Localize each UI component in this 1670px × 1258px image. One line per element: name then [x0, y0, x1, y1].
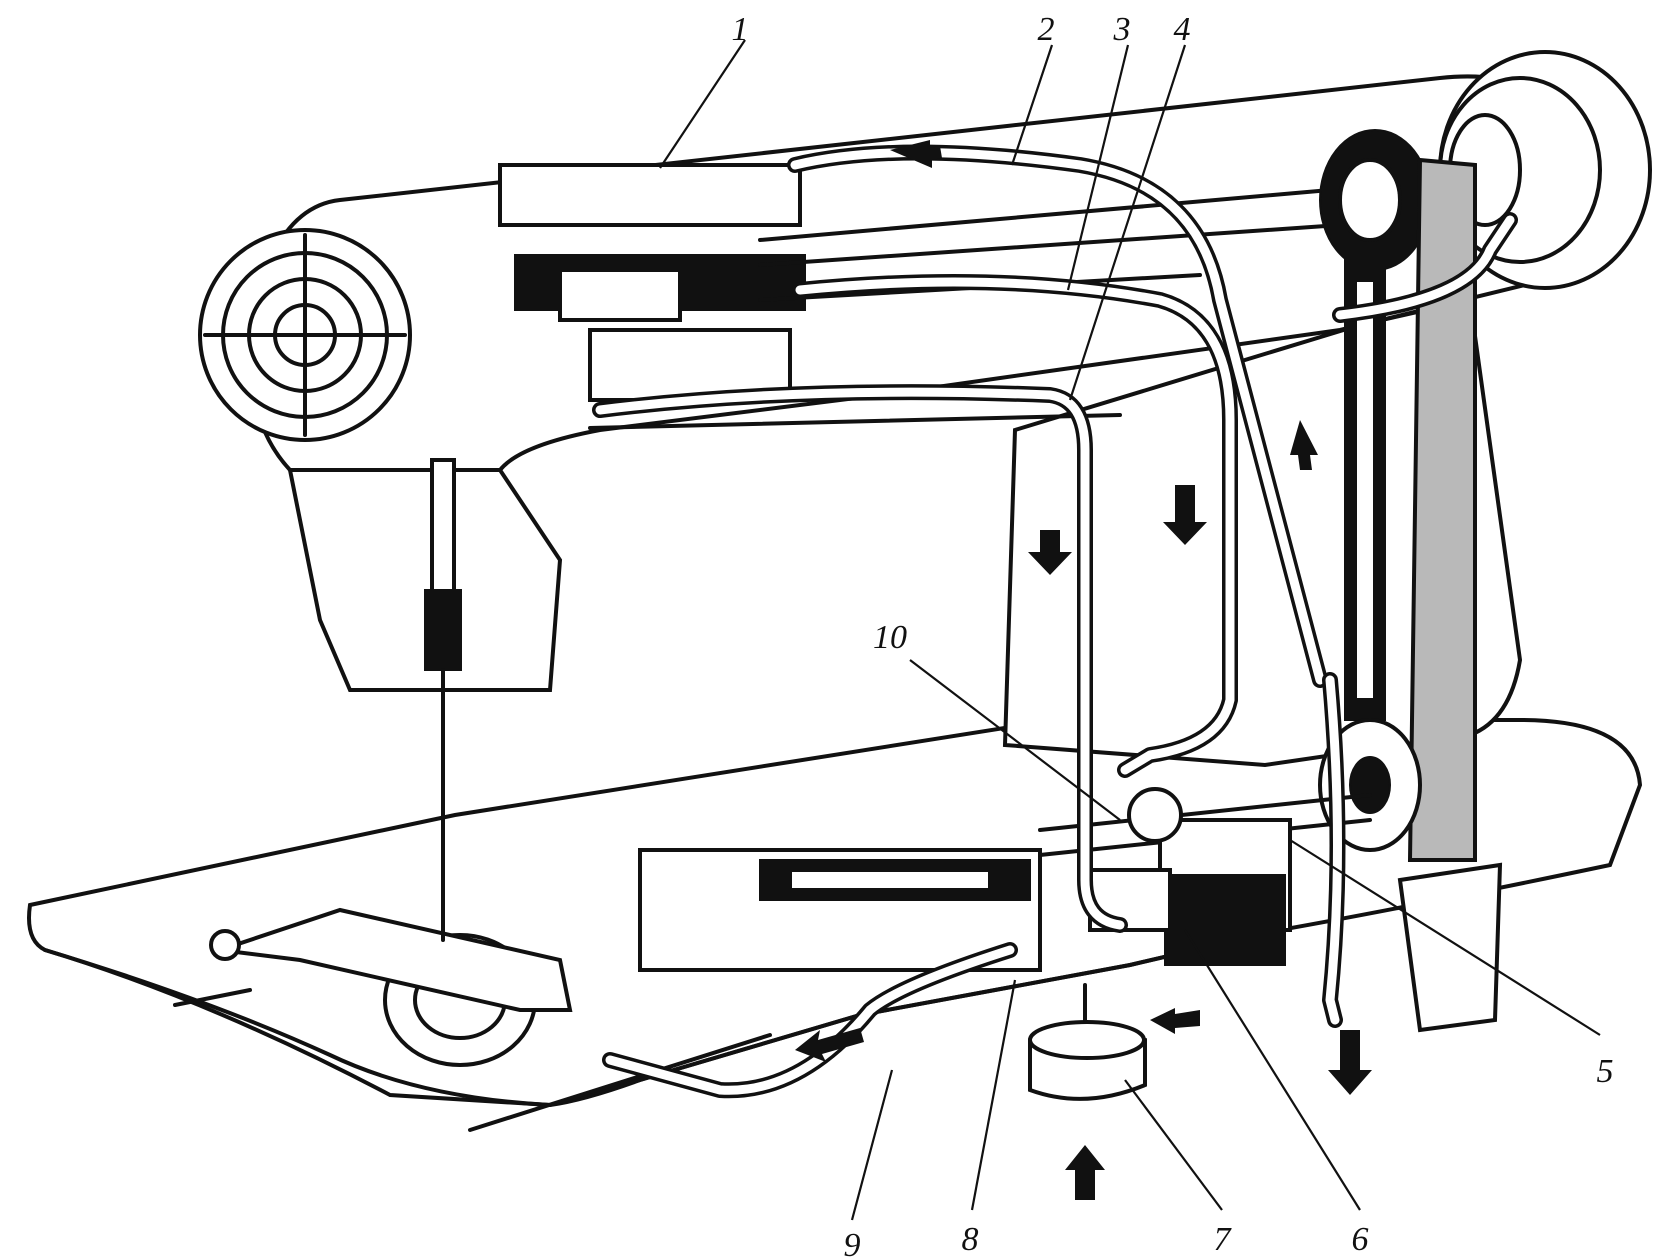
timing-belt: [1407, 157, 1477, 862]
flow-arrow-left-pump: [1150, 1008, 1200, 1034]
leader-10: [909, 659, 1121, 821]
leader-2: [1010, 44, 1054, 166]
pump-gear: [1127, 787, 1183, 843]
lower-shaft-line-top: [1038, 793, 1372, 832]
face-plate: [287, 468, 563, 692]
upper-shaft-gear: [558, 268, 682, 322]
callout-3: 3: [1113, 11, 1131, 48]
lower-shaft-sleeve: [788, 868, 992, 892]
arm-bottom-shaft-line: [588, 413, 1122, 430]
callout-1: 1: [732, 11, 749, 48]
front-knob: [209, 929, 241, 961]
leader-6: [1184, 929, 1361, 1211]
callout-5: 5: [1597, 1053, 1614, 1090]
front-rod: [468, 1033, 772, 1132]
needle-clamp: [424, 589, 462, 671]
upper-sprocket-hub: [1338, 158, 1402, 242]
upper-bushing-housing: [498, 163, 802, 227]
leader-7: [1124, 1079, 1223, 1211]
leader-9: [850, 1069, 894, 1221]
flow-arrow-left-lower: [795, 1028, 864, 1062]
main-shaft-line-top: [758, 188, 1332, 242]
flow-arrow-top-left: [890, 140, 942, 168]
chain-left-run-inner: [1353, 278, 1377, 702]
main-shaft-line-bottom: [758, 223, 1342, 267]
lower-sprocket-hub: [1349, 756, 1391, 814]
table-front-edge: [43, 928, 1282, 1107]
callout-7: 7: [1214, 1221, 1233, 1258]
oil-pump-section: [1164, 874, 1286, 966]
presser-bar-lever: [219, 907, 573, 1012]
flow-arrow-up-bottom: [1065, 1145, 1105, 1200]
callout-6: 6: [1352, 1221, 1369, 1258]
left-pin: [173, 988, 252, 1007]
leader-5: [1289, 839, 1601, 1036]
callout-2: 2: [1038, 11, 1055, 48]
leader-3: [1066, 44, 1130, 291]
leader-8: [970, 979, 1017, 1211]
flow-arrow-down-right: [1328, 1030, 1372, 1095]
callout-4: 4: [1174, 11, 1191, 48]
leader-4: [1068, 44, 1187, 401]
leader-1: [659, 39, 746, 169]
callout-8: 8: [962, 1221, 979, 1258]
callout-10: 10: [873, 619, 907, 656]
callout-9: 9: [844, 1227, 861, 1258]
flow-arrow-down-1: [1028, 530, 1072, 575]
flow-arrow-up-right: [1290, 420, 1318, 470]
right-support-foot: [1397, 862, 1503, 1033]
oil-reservoir-top: [1028, 1020, 1146, 1060]
flow-arrow-down-2: [1163, 485, 1207, 545]
